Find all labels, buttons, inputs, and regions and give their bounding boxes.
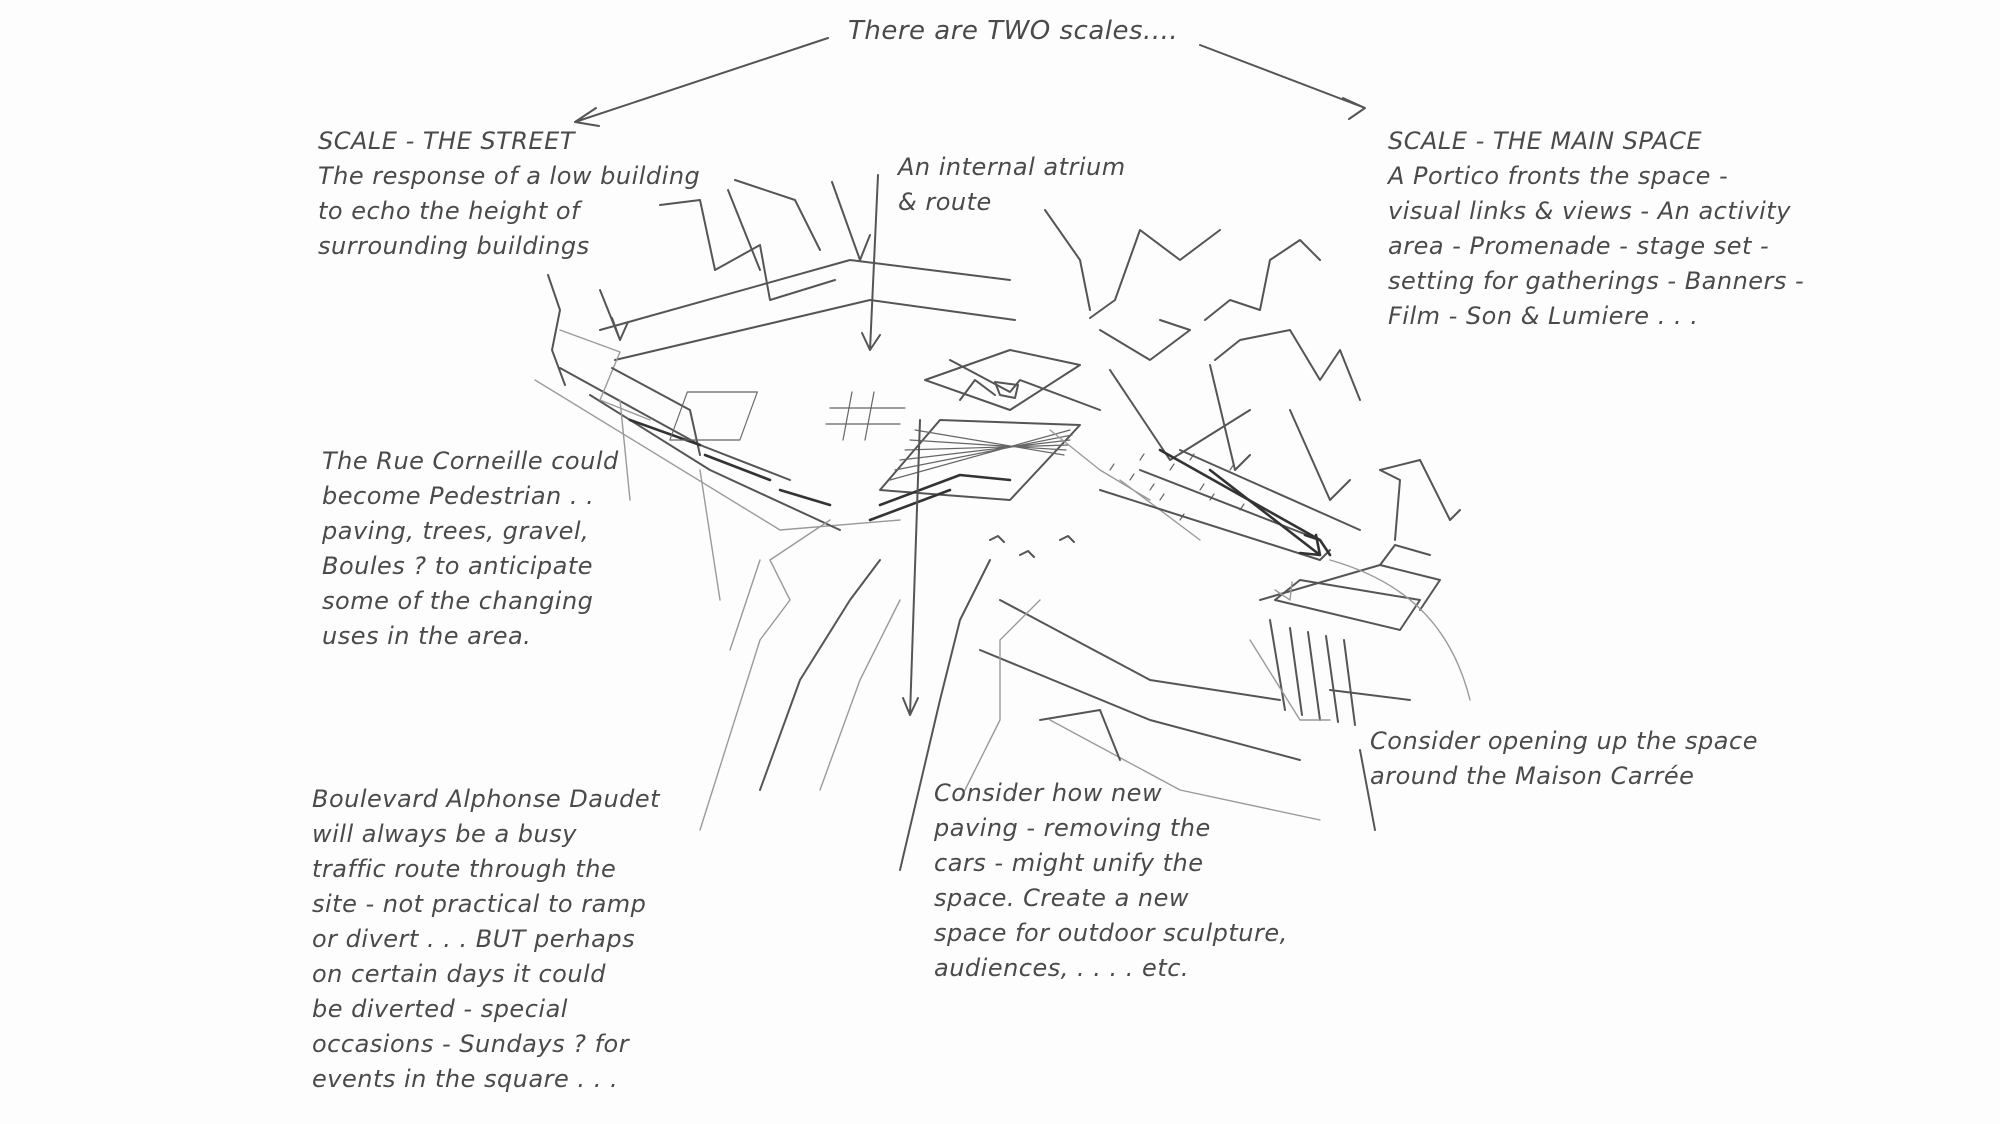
title-text: There are TWO scales.... [848,16,1179,46]
note-line: setting for gatherings - Banners - [1388,267,1805,295]
note-line: area - Promenade - stage set - [1388,232,1770,260]
note-line: & route [898,188,992,216]
boulevard-sketch [599,289,1041,871]
scale-main-space-heading: SCALE - THE MAIN SPACE [1388,127,1702,155]
maison-carree-note: Consider opening up the space around the… [1370,724,1758,794]
left-buildings-sketch [534,179,1091,651]
note-line: events in the square . . . [312,1065,619,1093]
note-line: to echo the height of [318,197,580,225]
note-line: Boules ? to anticipate [322,552,593,580]
scale-main-space-note: SCALE - THE MAIN SPACE A Portico fronts … [1388,124,1804,334]
note-line: traffic route through the [312,855,617,883]
note-line: around the Maison Carrée [1370,762,1695,790]
note-line: An internal atrium [898,153,1126,181]
note-line: occasions - Sundays ? for [312,1030,630,1058]
note-line: be diverted - special [312,995,568,1023]
note-line: will always be a busy [312,820,577,848]
note-line: The response of a low building [318,162,701,190]
paving-note: Consider how new paving - removing the c… [934,776,1288,986]
note-line: Consider opening up the space [1370,727,1758,755]
note-line: audiences, . . . . etc. [934,954,1190,982]
route-arrows [861,174,1322,716]
note-line: paving - removing the [934,814,1211,842]
central-square-sketch [868,319,1251,558]
title-arrow-left [574,37,829,127]
note-line: or divert . . . BUT perhaps [312,925,636,953]
note-line: space. Create a new [934,884,1190,912]
note-line: A Portico fronts the space - [1388,162,1729,190]
title-note: There are TWO scales.... [848,14,1178,49]
boulevard-note: Boulevard Alphonse Daudet will always be… [312,782,660,1097]
note-line: become Pedestrian . . [322,482,595,510]
note-line: Consider how new [934,779,1163,807]
note-line: space for outdoor sculpture, [934,919,1288,947]
note-line: surrounding buildings [318,232,590,260]
note-line: cars - might unify the [934,849,1204,877]
note-line: paving, trees, gravel, [322,517,590,545]
scale-street-note: SCALE - THE STREET The response of a low… [318,124,700,264]
note-line: Boulevard Alphonse Daudet [312,785,661,813]
note-line: The Rue Corneille could [322,447,619,475]
note-line: on certain days it could [312,960,606,988]
scale-street-heading: SCALE - THE STREET [318,127,575,155]
note-line: Film - Son & Lumiere . . . [1388,302,1699,330]
note-line: visual links & views - An activity [1388,197,1791,225]
right-buildings-sketch [979,229,1471,831]
rue-corneille-note: The Rue Corneille could become Pedestria… [322,444,619,654]
note-line: uses in the area. [322,622,532,650]
title-arrow-right [1199,44,1366,120]
atrium-note: An internal atrium & route [898,150,1126,220]
note-line: some of the changing [322,587,594,615]
note-line: site - not practical to ramp [312,890,647,918]
